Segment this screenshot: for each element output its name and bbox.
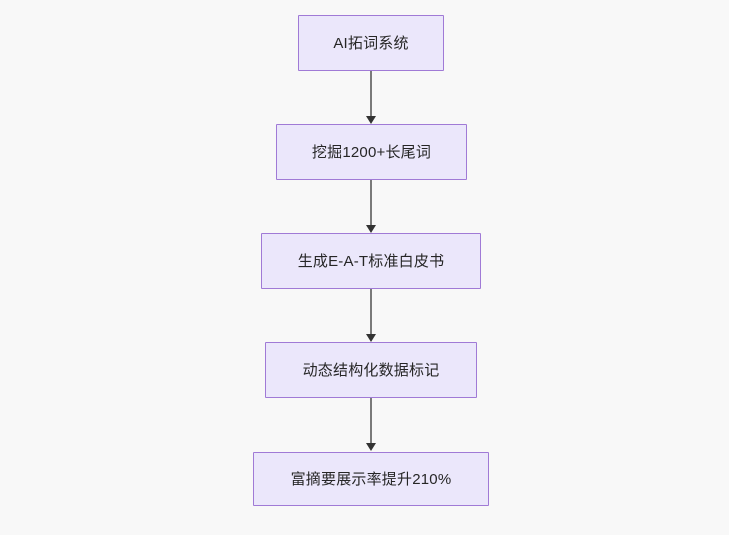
flowchart-edge-2-3: [370, 180, 372, 225]
flowchart-node-3[interactable]: 生成E-A-T标准白皮书: [261, 233, 481, 289]
flowchart-edge-3-4: [370, 289, 372, 334]
flowchart-node-2[interactable]: 挖掘1200+长尾词: [276, 124, 467, 180]
flowchart-node-5-label: 富摘要展示率提升210%: [290, 470, 452, 488]
flowchart-edge-4-5: [370, 398, 372, 443]
flowchart-node-4[interactable]: 动态结构化数据标记: [265, 342, 477, 398]
flowchart-node-4-label: 动态结构化数据标记: [302, 361, 440, 379]
flowchart-node-5[interactable]: 富摘要展示率提升210%: [253, 452, 489, 506]
flowchart-node-1-label: AI拓词系统: [333, 34, 409, 52]
flowchart-edge-3-4-arrowhead: [366, 334, 376, 342]
flowchart-node-3-label: 生成E-A-T标准白皮书: [297, 252, 445, 270]
flowchart-edge-4-5-arrowhead: [366, 443, 376, 451]
flowchart-edge-2-3-arrowhead: [366, 225, 376, 233]
flowchart-edge-1-2: [370, 71, 372, 116]
flowchart-node-1[interactable]: AI拓词系统: [298, 15, 444, 71]
flowchart-node-2-label: 挖掘1200+长尾词: [311, 143, 432, 161]
flowchart-edge-1-2-arrowhead: [366, 116, 376, 124]
